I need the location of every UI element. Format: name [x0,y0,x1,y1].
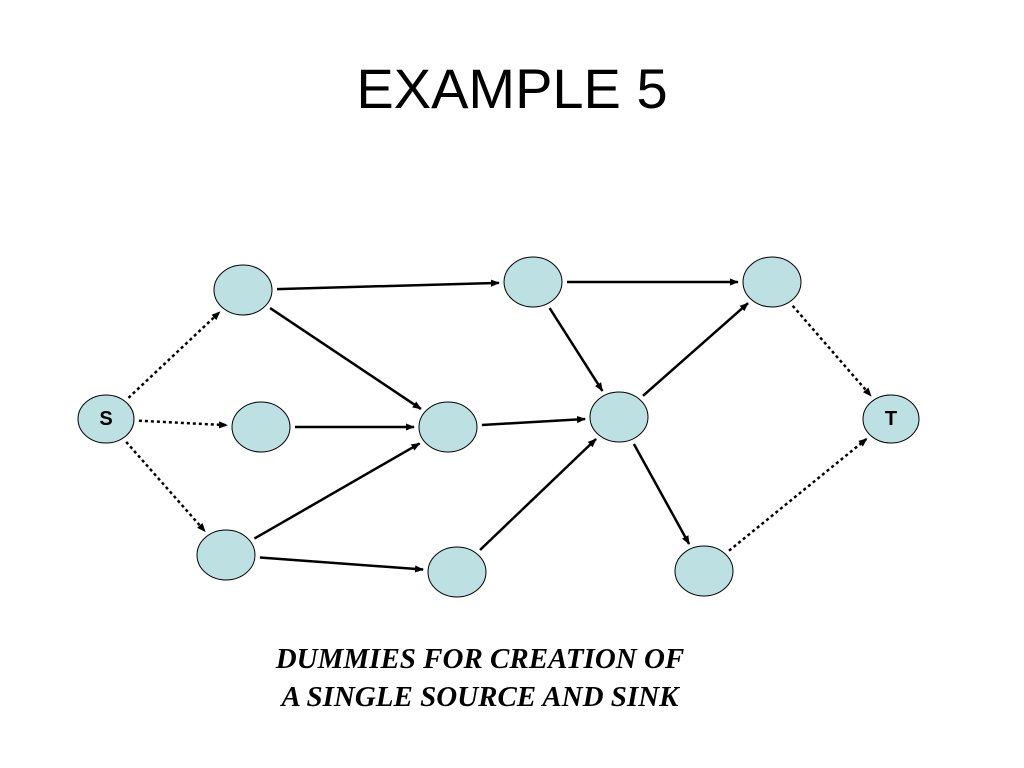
node-i-circle [674,545,734,597]
edge-e-g [481,415,586,427]
node-s-label: S [99,408,112,430]
node-e-circle [418,401,478,453]
edge-s-c-dummy [125,441,207,533]
node-b [231,401,291,453]
node-h [742,256,802,308]
node-t: T [862,394,920,444]
node-c [196,529,256,581]
edge-d-g [548,307,604,392]
node-e [418,401,478,453]
node-c-circle [196,529,256,581]
node-b-circle [231,401,291,453]
node-f-circle [427,546,487,598]
edge-s-b-dummy [138,419,228,429]
node-i [674,545,734,597]
edge-g-i [632,443,691,545]
node-s: S [77,394,135,444]
node-h-circle [742,256,802,308]
node-g-circle [589,391,649,443]
edge-i-t-dummy [728,437,868,552]
node-f [427,546,487,598]
edges-layer [125,278,872,573]
edge-a-d [276,279,500,291]
edge-s-a-dummy [127,310,221,399]
node-a-circle [213,264,273,316]
node-t-circle [862,394,920,444]
edge-c-e [253,442,421,540]
edge-f-g [479,438,597,551]
node-s-circle [77,394,135,444]
edge-h-t-dummy [791,304,872,397]
node-g [589,391,649,443]
node-d [503,256,563,308]
slide-title: EXAMPLE 5 [356,57,668,120]
node-d-circle [503,256,563,308]
caption-line-2: A SINGLE SOURCE AND SINK [281,681,679,713]
edge-a-e [269,307,422,410]
caption: DUMMIES FOR CREATION OF A SINGLE SOURCE … [0,640,960,716]
edge-c-f [259,556,424,573]
caption-line-1: DUMMIES FOR CREATION OF [275,643,685,675]
edge-g-h [642,302,749,397]
node-t-label: T [885,408,897,430]
node-a [213,264,273,316]
